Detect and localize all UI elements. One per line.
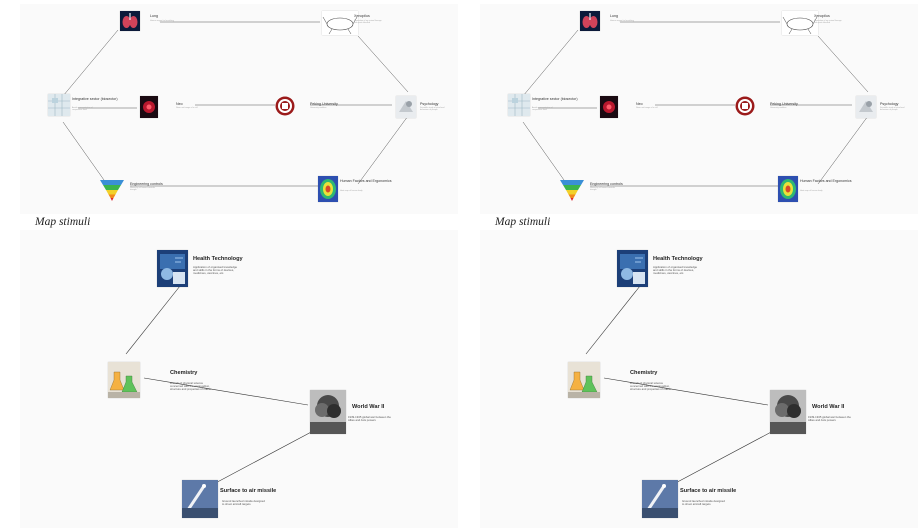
node-title: Health Technology [653,256,703,262]
node-desc: University emblem [310,107,327,109]
node-title: Neo [636,102,643,106]
node-desc: Neon red image of a cell [176,107,198,109]
health-tech-photo-icon [617,250,648,287]
node-title: Neo [176,102,183,106]
node-title: Xenopilus [814,14,830,18]
node-desc: Hierarchy of hazard controls triangle [590,187,616,192]
missile-launch-photo-icon [182,480,218,518]
node-desc: Application of organised knowledge and s… [653,265,698,276]
node-title: Peking University [770,102,798,106]
lab-flasks-photo-icon [568,362,600,398]
node-desc: University emblem [770,107,787,109]
node-desc: Ground launched missile designed to shoo… [682,499,725,507]
node-title: Surface to air missile [680,488,737,494]
node-title: Human Factors and Ergonomics [340,179,392,183]
node-desc: Aerial representation of cooperative lan… [72,107,93,112]
map-big-left: Health Technology Application of organis… [20,230,458,528]
pyramid-icon [560,180,584,201]
node-desc: 1939-1945 global war between the Allies … [348,415,391,423]
node-desc: Neon red image of a cell [636,107,658,109]
lab-flasks-photo-icon [108,362,140,398]
node-title: Surface to air missile [220,488,277,494]
node-desc: Heat map of human body [340,190,363,192]
university-seal-icon [275,96,295,116]
node-title: Chemistry [630,370,658,376]
node-title: Lung [150,14,158,18]
node-desc: Application of organised knowledge and s… [193,265,238,276]
node-desc: Human organ for breathing [150,20,174,22]
node-title: Peking University [310,102,338,106]
missile-launch-photo-icon [642,480,678,518]
caption-left: Map stimuli [35,216,91,228]
red-cell-icon [600,96,618,118]
lungs-icon [120,11,140,31]
map-edges [585,285,776,488]
map-small-right: Lung Human organ for breathing Xenopilus… [480,4,918,214]
pyramid-icon [100,180,124,201]
node-title: Psychology [420,102,439,106]
node-desc: Illustration of an animal lineage with p… [814,20,842,25]
node-desc: Branch of physical science concerned wit… [630,381,672,392]
map-grid-icon [508,94,530,116]
heatmap-icon [318,176,338,202]
sketch-animal-icon [322,11,358,35]
node-desc: Heat map of human body [800,190,823,192]
node-desc: Scientific study of mind and behaviour o… [420,107,445,112]
explosion-photo-icon [310,390,346,434]
node-title: Engineering controls [130,182,163,186]
node-title: Xenopilus [354,14,370,18]
node-title: Chemistry [170,370,198,376]
brain-sketch-icon [396,96,416,118]
node-title: Engineering controls [590,182,623,186]
lungs-icon [580,11,600,31]
university-seal-icon [735,96,755,116]
node-desc: Human organ for breathing [610,20,634,22]
brain-sketch-icon [856,96,876,118]
node-desc: Branch of physical science concerned wit… [170,381,212,392]
node-title: Health Technology [193,256,243,262]
node-desc: Hierarchy of hazard controls triangle [130,187,156,192]
map-edges [522,21,869,187]
red-cell-icon [140,96,158,118]
node-title: Lung [610,14,618,18]
map-grid-icon [48,94,70,116]
heatmap-icon [778,176,798,202]
node-title: Human Factors and Ergonomics [800,179,852,183]
map-big-right: Health Technology Application of organis… [480,230,918,528]
node-title: Integrative sector (biosector) [72,97,118,101]
node-title: World War II [812,404,845,410]
health-tech-photo-icon [157,250,188,287]
node-title: Integrative sector (biosector) [532,97,578,101]
node-desc: Illustration of an animal lineage with p… [354,20,382,25]
explosion-photo-icon [770,390,806,434]
node-desc: Scientific study of mind and behaviour o… [880,107,905,112]
node-desc: Aerial representation of cooperative lan… [532,107,553,112]
node-desc: 1939-1945 global war between the Allies … [808,415,851,423]
map-edges [62,21,409,187]
node-title: Psychology [880,102,899,106]
caption-right: Map stimuli [495,216,551,228]
node-desc: Ground launched missile designed to shoo… [222,499,265,507]
map-edges [125,285,316,488]
node-title: World War II [352,404,385,410]
map-small-left: Lung Human organ for breathing Xenopilus… [20,4,458,214]
sketch-animal-icon [782,11,818,35]
